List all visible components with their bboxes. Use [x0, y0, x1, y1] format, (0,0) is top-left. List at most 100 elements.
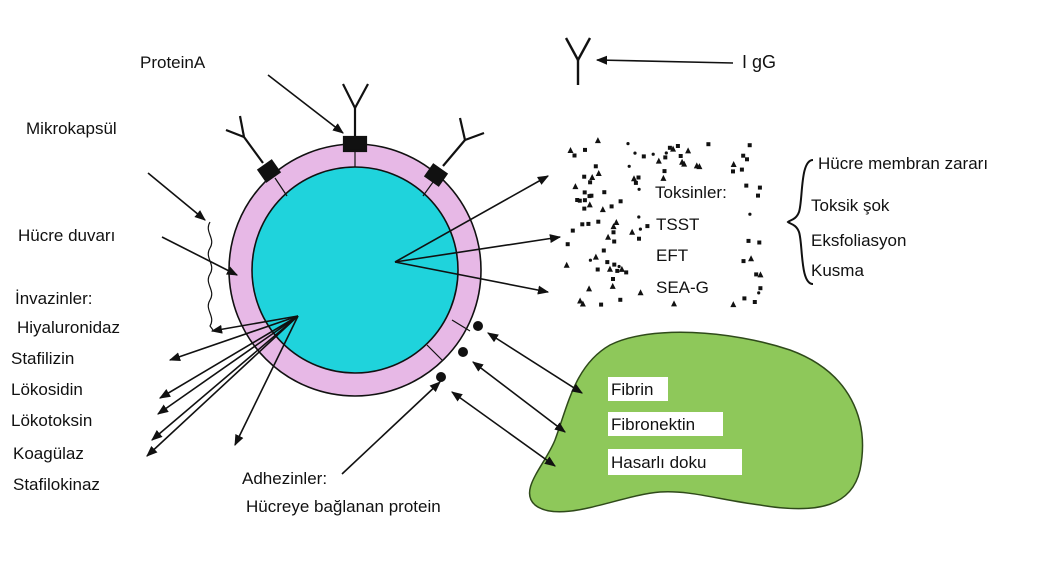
- toxin-particle: [596, 268, 600, 272]
- toxin-particle: [758, 186, 762, 190]
- toxin-particle: [671, 300, 677, 306]
- toxin-particle: [619, 199, 623, 203]
- toxin-particle: [633, 152, 636, 155]
- toxin-particle: [586, 285, 592, 291]
- toxin-particle: [748, 143, 752, 147]
- toxin-particle: [566, 242, 570, 246]
- toxin-particle: [731, 169, 735, 173]
- toxin-particle: [588, 194, 592, 198]
- hasarli-doku-label: Hasarlı doku: [611, 453, 706, 472]
- toxin-particle: [602, 190, 606, 194]
- toxin-particle: [605, 234, 611, 240]
- toxin-particle: [607, 266, 613, 272]
- hiyaluronidaz-label: Hiyaluronidaz: [17, 318, 120, 337]
- toxin-particle: [639, 228, 642, 231]
- toxin-particle: [758, 286, 762, 290]
- protein-a-block: [344, 137, 366, 151]
- toxin-particle: [665, 151, 668, 154]
- lokosidin-label: Lökosidin: [11, 380, 83, 399]
- toxin-particle: [757, 241, 761, 245]
- toxin-particle: [583, 198, 587, 202]
- toxin-particle: [652, 153, 655, 156]
- fibrin-label: Fibrin: [611, 380, 654, 399]
- protein-a-arrow: [268, 75, 343, 133]
- kusma-label: Kusma: [811, 261, 864, 280]
- toxin-particle: [612, 230, 616, 234]
- toxin-particle: [599, 303, 603, 307]
- toxin-particle: [575, 198, 579, 202]
- toxin-particle: [613, 219, 619, 225]
- toxin-particle: [618, 298, 622, 302]
- toxin-particle: [628, 165, 631, 168]
- igg-label: I gG: [742, 52, 776, 72]
- toxin-particle: [589, 259, 592, 262]
- toxin-particle: [642, 154, 646, 158]
- toxin-particle: [583, 190, 587, 194]
- adhezinler-label: Adhezinler:: [242, 469, 327, 488]
- toxin-particle: [611, 277, 615, 281]
- toxin-particle: [583, 148, 587, 152]
- toxin-particle: [637, 237, 641, 241]
- toxin-particle: [740, 168, 744, 172]
- mikrokapsul-arrow: [148, 173, 205, 220]
- koagulaz-label: Koagülaz: [13, 444, 84, 463]
- toxin-particle: [610, 204, 614, 208]
- hucre-duvari-arrow: [162, 237, 237, 275]
- toxin-particle: [605, 260, 609, 264]
- toxin-particle: [748, 255, 754, 261]
- toxin-particle: [634, 181, 638, 185]
- toxin-particle: [572, 183, 578, 189]
- toxin-particle: [663, 155, 667, 159]
- toxin-particle: [571, 229, 575, 233]
- toxin-particle: [631, 175, 637, 181]
- toxin-particle: [573, 154, 577, 158]
- capsule-strand: [208, 222, 213, 330]
- toxin-particle: [745, 157, 749, 161]
- toxin-particle: [706, 142, 710, 146]
- toxin-particle: [660, 175, 666, 181]
- protein-a-label: ProteinA: [140, 53, 206, 72]
- toxin-particle: [612, 263, 616, 267]
- toxin-particle: [656, 158, 662, 164]
- toxin-particle: [638, 188, 641, 191]
- toxin-particle: [564, 262, 570, 268]
- toxin-particle: [757, 271, 763, 277]
- toksinler-label: Toksinler:: [655, 183, 727, 202]
- toxin-particle: [685, 147, 691, 153]
- toxin-particle: [577, 298, 583, 304]
- hucreye-baglanan-label: Hücreye bağlanan protein: [246, 497, 441, 516]
- toxin-particle: [748, 213, 751, 216]
- membran-zarari-label: Hücre membran zararı: [818, 154, 988, 173]
- toxin-particle: [731, 161, 737, 167]
- toxin-particle: [586, 222, 590, 226]
- toxin-particle: [742, 296, 746, 300]
- eksfoliasyon-label: Eksfoliasyon: [811, 231, 906, 250]
- toxin-particle: [582, 207, 586, 211]
- toxin-particle: [587, 201, 593, 207]
- invasin-arrows: [147, 316, 298, 456]
- toxin-particle: [638, 289, 644, 295]
- toxin-particle: [730, 301, 736, 307]
- toxin-particle: [593, 254, 599, 260]
- lokotoksin-label: Lökotoksin: [11, 411, 92, 430]
- toxin-particle: [596, 170, 602, 176]
- toxin-particle: [568, 147, 574, 153]
- toxin-particle: [663, 169, 667, 173]
- cell-interior: [252, 167, 458, 373]
- mikrokapsul-label: Mikrokapsül: [26, 119, 117, 138]
- toxin-particle: [588, 180, 592, 184]
- effects-brace: [788, 160, 813, 284]
- toxin-particle: [615, 269, 619, 273]
- toxin-particle: [610, 283, 616, 289]
- toxin-particle: [741, 154, 745, 158]
- toxin-particle: [754, 272, 758, 276]
- toxin-particle: [596, 220, 600, 224]
- toxin-particle: [582, 175, 586, 179]
- toxin-particle: [757, 291, 760, 294]
- toxin-particle: [637, 176, 641, 180]
- fibronektin-label: Fibronektin: [611, 415, 695, 434]
- igg-arrow: [597, 60, 733, 63]
- eft-label: EFT: [656, 246, 688, 265]
- toxin-particle: [637, 215, 640, 218]
